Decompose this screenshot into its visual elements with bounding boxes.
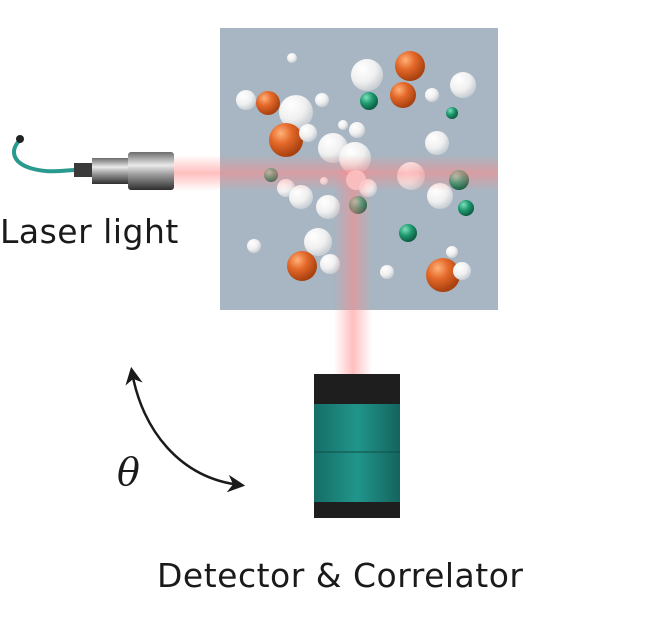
particle-green: [399, 224, 417, 242]
particle-orange: [395, 51, 425, 81]
laser-cable-tip: [16, 135, 24, 143]
particle-white: [380, 265, 394, 279]
particle-white: [299, 124, 317, 142]
particle-green: [360, 92, 378, 110]
scattering-point: [346, 170, 366, 190]
detector-label: Detector & Correlator: [157, 556, 524, 595]
laser-body: [92, 158, 128, 184]
particle-orange: [256, 91, 280, 115]
detector-box-icon: [314, 374, 400, 518]
laser-head: [128, 152, 174, 190]
particle-orange: [426, 258, 460, 292]
particle-white: [450, 72, 476, 98]
laser-emitter-icon: [12, 135, 174, 190]
particle-white: [315, 93, 329, 107]
particle-white: [453, 262, 471, 280]
particle-orange: [287, 251, 317, 281]
particle-white: [351, 59, 383, 91]
particle-white: [287, 53, 297, 63]
laser-cable: [12, 138, 81, 174]
particle-orange: [390, 82, 416, 108]
particle-white: [425, 131, 449, 155]
particle-green: [458, 200, 474, 216]
particle-white: [236, 90, 256, 110]
particle-white: [304, 228, 332, 256]
particle-white: [446, 246, 458, 258]
laser-connector: [74, 163, 94, 177]
particle-white: [247, 239, 261, 253]
particle-white: [338, 120, 348, 130]
particle-white: [425, 88, 439, 102]
angle-label: θ: [117, 450, 140, 494]
particle-white: [349, 122, 365, 138]
particle-green: [446, 107, 458, 119]
particle-orange: [269, 123, 303, 157]
detector-body: [314, 404, 400, 504]
laser-label: Laser light: [0, 212, 179, 251]
particle-white: [279, 95, 313, 129]
curved-arrow-icon: [125, 366, 246, 493]
scattered-beam-vertical: [334, 170, 372, 375]
detector-bottom-cap: [314, 502, 400, 518]
